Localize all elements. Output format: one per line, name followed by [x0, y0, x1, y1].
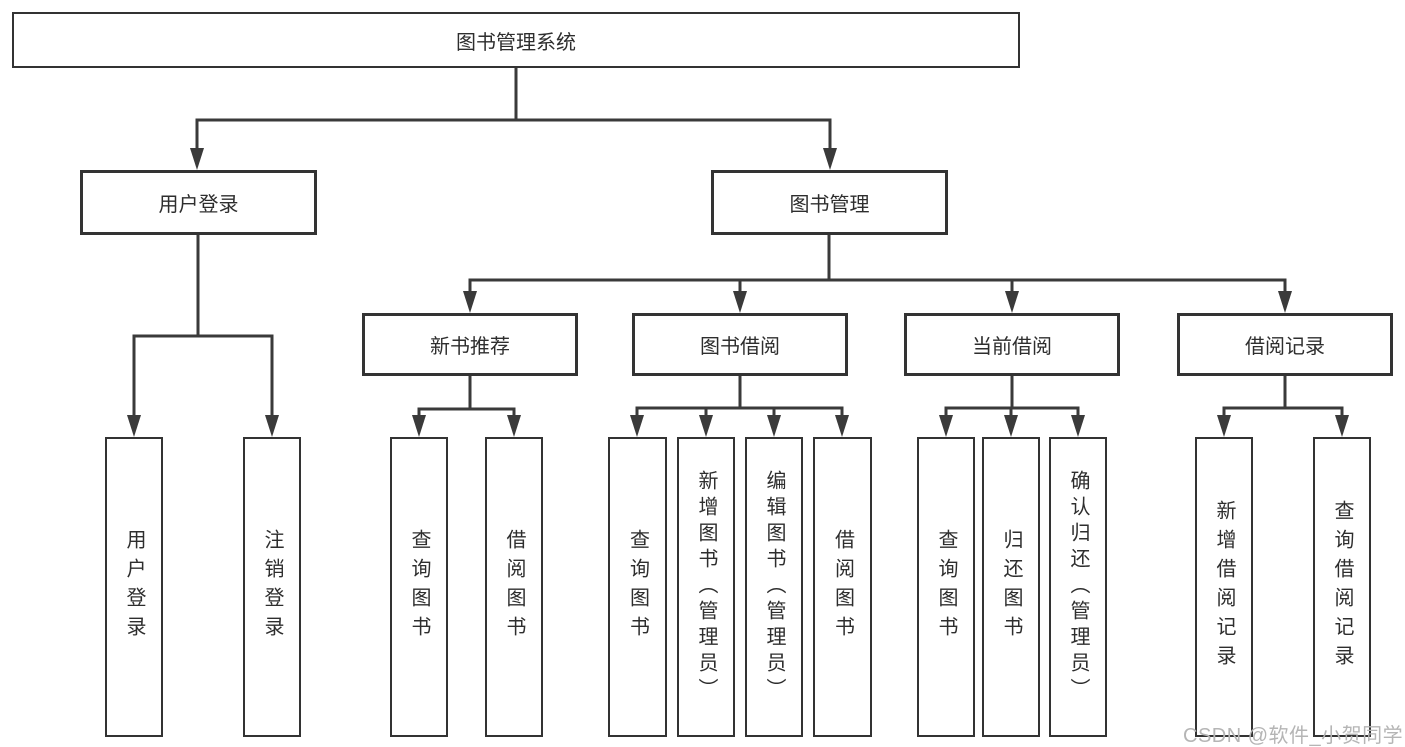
- node-new-book-recommend: 新书推荐: [362, 313, 578, 376]
- arrow-down-icon: [1278, 291, 1292, 313]
- arrowhead-icons: [127, 148, 1349, 437]
- node-label: 注销登录: [261, 529, 283, 645]
- leaf-edit-book-admin: 编辑图书（管理员）: [745, 437, 803, 737]
- arrow-down-icon: [1335, 415, 1349, 437]
- arrow-down-icon: [699, 415, 713, 437]
- node-label: 用户登录: [158, 194, 239, 216]
- arrow-down-icon: [1217, 415, 1231, 437]
- arrow-down-icon: [767, 415, 781, 437]
- node-label: 查询借阅记录: [1331, 500, 1353, 674]
- arrow-down-icon: [265, 415, 279, 437]
- node-label: 当前借阅: [972, 336, 1052, 358]
- leaf-query-borrow-record: 查询借阅记录: [1313, 437, 1371, 737]
- leaf-query-book-2: 查询图书: [608, 437, 667, 737]
- leaf-confirm-return-admin: 确认归还（管理员）: [1049, 437, 1107, 737]
- node-label: 确认归还（管理员）: [1067, 470, 1089, 704]
- node-label: 图书管理系统: [456, 31, 576, 54]
- arrow-down-icon: [1004, 415, 1018, 437]
- leaf-user-login: 用户登录: [105, 437, 163, 737]
- connector-book-borrow-branches: [635, 376, 844, 419]
- node-book-management: 图书管理: [711, 170, 948, 235]
- node-label: 借阅图书: [503, 529, 525, 645]
- arrow-down-icon: [463, 291, 477, 313]
- connector-root-branches: [195, 68, 832, 152]
- leaf-add-borrow-record: 新增借阅记录: [1195, 437, 1253, 737]
- node-label: 查询图书: [408, 529, 430, 645]
- node-label: 新书推荐: [430, 336, 510, 358]
- connector-borrow-record-branches: [1222, 376, 1344, 419]
- node-label: 查询图书: [935, 529, 957, 645]
- leaf-logout: 注销登录: [243, 437, 301, 737]
- arrow-down-icon: [412, 415, 426, 437]
- node-label: 借阅记录: [1245, 336, 1325, 358]
- node-label: 用户登录: [123, 529, 145, 645]
- node-label: 新增图书（管理员）: [695, 470, 717, 704]
- node-label: 新增借阅记录: [1213, 500, 1235, 674]
- connector-new-book-branches: [417, 376, 516, 419]
- connector-current-borrow-branches: [944, 376, 1080, 419]
- connector-user-login-branches: [132, 235, 274, 419]
- node-book-borrow: 图书借阅: [632, 313, 848, 376]
- arrow-down-icon: [1071, 415, 1085, 437]
- node-label: 归还图书: [1000, 529, 1022, 645]
- node-current-borrow: 当前借阅: [904, 313, 1120, 376]
- leaf-query-book-3: 查询图书: [917, 437, 975, 737]
- arrow-down-icon: [1005, 291, 1019, 313]
- arrow-down-icon: [190, 148, 204, 170]
- node-label: 图书借阅: [700, 336, 780, 358]
- leaf-borrow-book-2: 借阅图书: [813, 437, 872, 737]
- arrow-down-icon: [507, 415, 521, 437]
- node-borrow-record: 借阅记录: [1177, 313, 1393, 376]
- csdn-watermark: CSDN @软件_小贺同学: [1183, 725, 1404, 747]
- connector-book-management-branches: [468, 235, 1287, 295]
- arrow-down-icon: [733, 291, 747, 313]
- leaf-add-book-admin: 新增图书（管理员）: [677, 437, 735, 737]
- node-user-login: 用户登录: [80, 170, 317, 235]
- node-system-root: 图书管理系统: [12, 12, 1020, 68]
- arrow-down-icon: [823, 148, 837, 170]
- leaf-return-book: 归还图书: [982, 437, 1040, 737]
- leaf-query-book-1: 查询图书: [390, 437, 448, 737]
- node-label: 查询图书: [626, 529, 649, 645]
- node-label: 借阅图书: [831, 529, 854, 645]
- arrow-down-icon: [835, 415, 849, 437]
- arrow-down-icon: [939, 415, 953, 437]
- leaf-borrow-book-1: 借阅图书: [485, 437, 543, 737]
- arrow-down-icon: [630, 415, 644, 437]
- node-label: 编辑图书（管理员）: [763, 470, 785, 704]
- node-label: 图书管理: [789, 194, 870, 216]
- arrow-down-icon: [127, 415, 141, 437]
